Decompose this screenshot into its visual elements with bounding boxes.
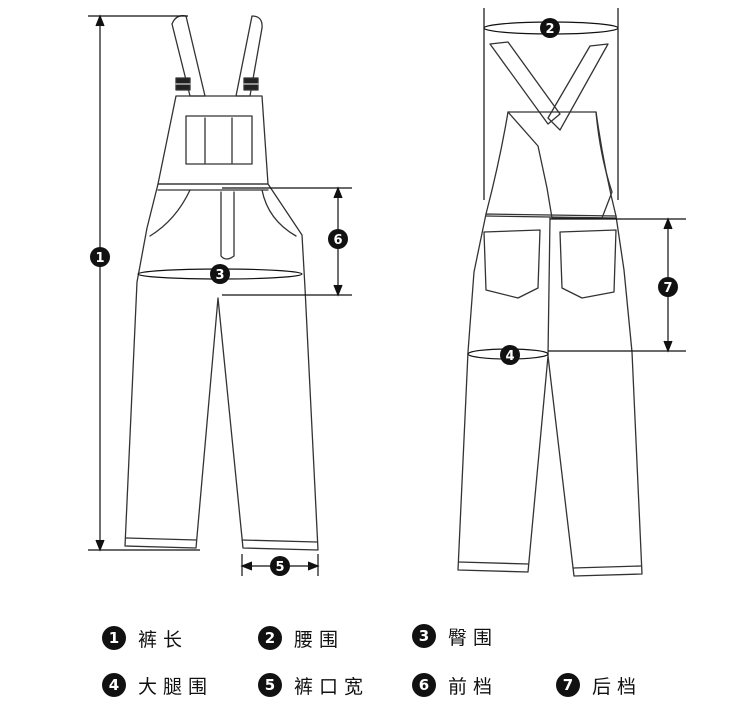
back-view-overalls xyxy=(457,41,643,577)
back-left-pocket xyxy=(483,229,541,299)
svg-text:1: 1 xyxy=(95,251,104,266)
front-measurements xyxy=(88,14,352,576)
svg-text:4: 4 xyxy=(505,349,514,364)
front-bib-pocket xyxy=(185,115,253,165)
marker-1: 1 xyxy=(90,247,110,267)
front-left-pocket xyxy=(149,189,191,237)
marker-4: 4 xyxy=(500,345,520,365)
back-left-strap xyxy=(489,41,561,125)
marker-3: 3 xyxy=(210,264,230,284)
front-fly xyxy=(220,191,235,260)
svg-text:3: 3 xyxy=(215,268,224,283)
svg-text:5: 5 xyxy=(275,560,284,575)
marker-6: 6 xyxy=(328,229,348,249)
back-yoke xyxy=(507,111,613,219)
svg-text:6: 6 xyxy=(333,233,342,248)
front-view-overalls xyxy=(124,15,319,551)
back-body-outline xyxy=(457,213,643,577)
marker-7: 7 xyxy=(658,277,678,297)
marker-2: 2 xyxy=(540,18,560,38)
front-right-pocket xyxy=(261,189,297,237)
svg-text:2: 2 xyxy=(545,22,554,37)
marker-5: 5 xyxy=(270,556,290,576)
back-measurements xyxy=(467,8,686,360)
back-right-strap xyxy=(547,43,609,131)
svg-text:7: 7 xyxy=(663,281,672,296)
back-right-pocket xyxy=(559,229,617,299)
